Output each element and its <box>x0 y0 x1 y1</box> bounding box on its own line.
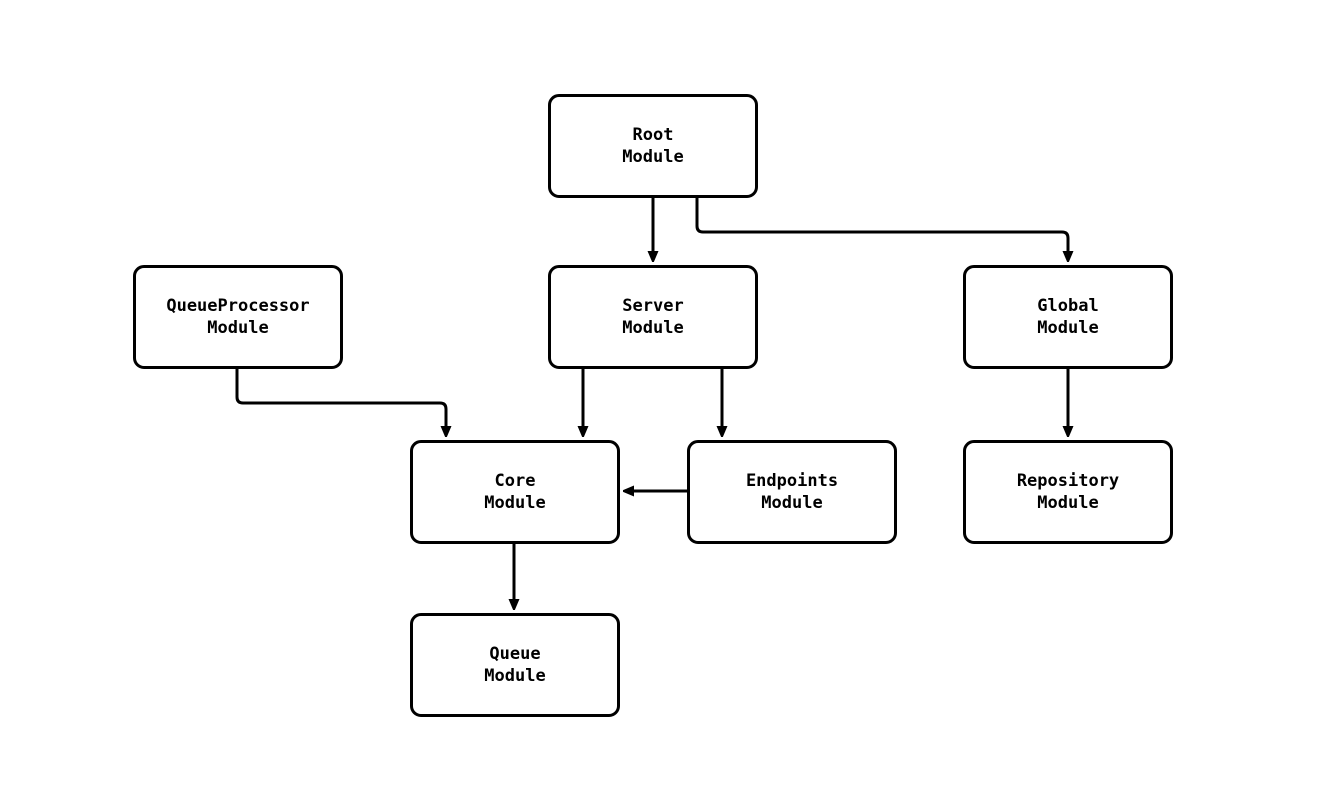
node-label-line2: Module <box>1037 318 1099 338</box>
node-label-line1: Server <box>622 296 684 316</box>
node-server-module[interactable]: Server Module <box>548 265 758 369</box>
node-queue-module[interactable]: Queue Module <box>410 613 620 717</box>
node-label-line2: Module <box>761 493 823 513</box>
node-label-line1: Root <box>632 125 674 145</box>
node-queueprocessor-module[interactable]: QueueProcessor Module <box>133 265 343 369</box>
node-core-module[interactable]: Core Module <box>410 440 620 544</box>
node-label-line2: Module <box>484 493 546 513</box>
node-root-module[interactable]: Root Module <box>548 94 758 198</box>
node-repository-module[interactable]: Repository Module <box>963 440 1173 544</box>
node-endpoints-module[interactable]: Endpoints Module <box>687 440 897 544</box>
node-label-line2: Module <box>207 318 269 338</box>
node-global-module[interactable]: Global Module <box>963 265 1173 369</box>
edge-root-to-global <box>695 198 1068 252</box>
node-label-line1: QueueProcessor <box>166 296 310 316</box>
node-label-line1: Global <box>1037 296 1099 316</box>
node-label-line2: Module <box>622 318 684 338</box>
node-label-line1: Core <box>494 471 536 491</box>
node-label-line2: Module <box>484 666 546 686</box>
node-label-line1: Repository <box>1016 471 1120 491</box>
node-label-line1: Queue <box>489 644 541 664</box>
edge-queueprocessor-to-core <box>235 369 446 427</box>
node-label-line2: Module <box>622 147 684 167</box>
node-label-line1: Endpoints <box>745 471 839 491</box>
node-label-line2: Module <box>1037 493 1099 513</box>
